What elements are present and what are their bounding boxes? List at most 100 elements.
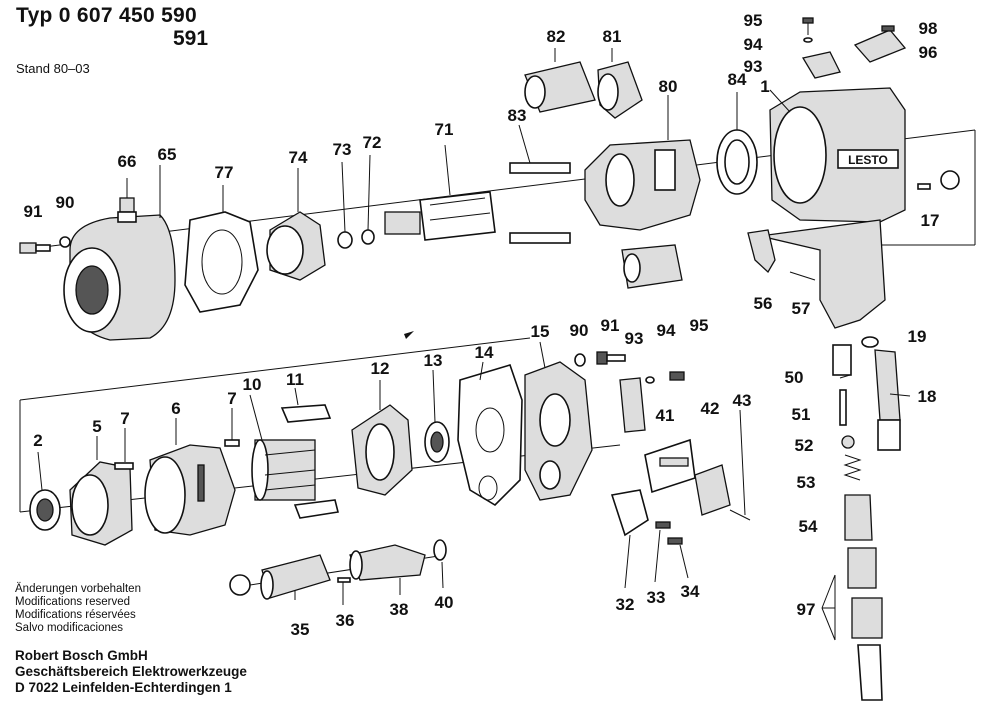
label-42: 42 (701, 399, 720, 418)
leader-lines (37, 28, 911, 641)
part-82-hammer (524, 61, 596, 113)
label-10: 10 (243, 375, 262, 394)
label-94: 94 (744, 35, 763, 54)
part-38-shaft (349, 544, 426, 581)
label-40: 40 (435, 593, 454, 612)
label-91: 91 (24, 202, 43, 221)
label-15: 15 (531, 322, 550, 341)
note-de: Änderungen vorbehalten (15, 583, 141, 595)
part-2-bearing (29, 489, 61, 531)
label-18: 18 (918, 387, 937, 406)
label-11: 11 (286, 370, 304, 389)
label-77: 77 (215, 163, 234, 182)
part-93-clamp-lower (619, 377, 646, 433)
label-34: 34 (681, 582, 700, 601)
part-65-end-cap (63, 214, 176, 341)
label-91-lower: 91 (601, 316, 620, 335)
label-33: 33 (647, 588, 666, 607)
label-71: 71 (435, 120, 454, 139)
part-12-end-plate (351, 404, 413, 496)
type-number: Typ 0 607 450 590 (16, 4, 198, 27)
label-74: 74 (289, 148, 308, 167)
part-hammer-block (621, 244, 683, 289)
part-95-screw-lower (669, 371, 685, 381)
type-number-variant: 591 (173, 27, 209, 50)
part-95-screw (802, 17, 814, 35)
brand-marking: LESTO (848, 153, 888, 167)
part-83-pin-lower (509, 232, 571, 244)
label-5: 5 (92, 417, 101, 436)
direction-arrow (404, 331, 414, 339)
part-91-screw-lower (596, 351, 626, 365)
label-35: 35 (291, 620, 310, 639)
part-10-rotor (251, 439, 316, 501)
label-90-lower: 90 (570, 321, 589, 340)
note-en: Modifications reserved (15, 596, 131, 608)
part-1-housing: LESTO (759, 87, 906, 329)
label-56: 56 (754, 294, 773, 313)
part-57-pin (789, 271, 816, 281)
label-12: 12 (371, 359, 390, 378)
label-54: 54 (799, 517, 818, 536)
part-13-bearing (424, 421, 450, 463)
label-36: 36 (336, 611, 355, 630)
part-15-backplate (524, 361, 593, 501)
label-93-lower: 93 (625, 329, 644, 348)
part-72-ring (361, 229, 375, 245)
label-43: 43 (733, 391, 752, 410)
part-71-anvil (384, 191, 496, 241)
part-90-washer-lower (574, 353, 586, 367)
part-73-ring (337, 231, 353, 249)
part-11-vane-bottom (293, 499, 339, 519)
label-83: 83 (508, 106, 527, 125)
label-41: 41 (656, 406, 675, 425)
part-7-pin-right (224, 439, 240, 447)
part-74-bearing-plate (266, 211, 326, 281)
label-2: 2 (33, 431, 42, 450)
label-93: 93 (744, 57, 763, 76)
part-53-spring (843, 454, 862, 481)
part-84-ring (716, 129, 758, 195)
part-54-nipple (844, 494, 873, 541)
label-38: 38 (390, 600, 409, 619)
label-95-lower: 95 (690, 316, 709, 335)
label-90: 90 (56, 193, 75, 212)
label-7-right: 7 (227, 389, 236, 408)
label-72: 72 (363, 133, 382, 152)
part-43-pin (729, 509, 751, 521)
part-32-cover (610, 489, 649, 537)
part-36-key (337, 577, 351, 583)
part-66-plug (117, 197, 137, 223)
part-50-sleeve (832, 344, 852, 376)
part-14-gasket (457, 364, 523, 507)
label-32: 32 (616, 595, 635, 614)
label-95: 95 (744, 11, 763, 30)
part-7-pin (114, 462, 134, 470)
label-14: 14 (475, 343, 494, 362)
part-5-end-plate (69, 461, 133, 546)
part-98-screw (881, 25, 895, 32)
label-84: 84 (728, 70, 747, 89)
label-6: 6 (171, 399, 180, 418)
part-81-hammer (597, 61, 643, 119)
label-17: 17 (921, 211, 940, 230)
part-77-gasket (184, 211, 259, 313)
company-name: Robert Bosch GmbH (15, 648, 148, 663)
label-53: 53 (797, 473, 816, 492)
label-80: 80 (659, 77, 678, 96)
part-17-pin (917, 183, 931, 190)
note-fr: Modifications réservées (15, 609, 136, 621)
label-97: 97 (797, 600, 816, 619)
part-90-washer (59, 236, 71, 248)
label-98: 98 (919, 19, 938, 38)
part-97-coupling (847, 547, 883, 701)
label-13: 13 (424, 351, 443, 370)
company-division: Geschäftsbereich Elektrowerkzeuge (15, 664, 247, 679)
part-56-trigger (747, 229, 776, 274)
part-94-washer (803, 37, 813, 43)
part-6-cylinder (144, 444, 236, 536)
company-address: Robert Bosch GmbH Geschäftsbereich Elekt… (15, 648, 247, 696)
part-number-labels: 95 98 94 96 93 82 81 1 80 84 83 71 66 65… (24, 11, 940, 639)
